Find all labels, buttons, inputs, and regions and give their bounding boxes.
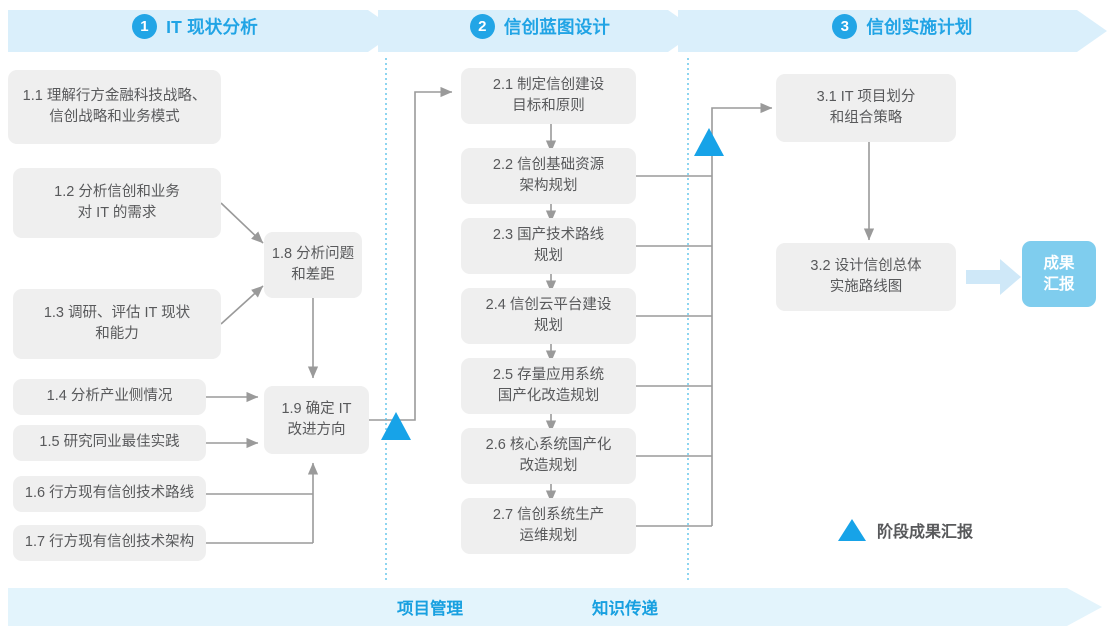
footer-label-knowledge-transfer[interactable]: 知识传递 [592, 588, 658, 626]
node-3-1[interactable]: 3.1 IT 项目划分和组合策略 [776, 74, 956, 142]
phase-3-number: 3 [832, 13, 858, 39]
node-1-8[interactable]: 1.8 分析问题和差距 [264, 232, 362, 298]
node-1-6[interactable]: 1.6 行方现有信创技术路线 [13, 476, 206, 512]
node-2-7-label: 2.7 信创系统生产运维规划 [492, 506, 605, 544]
footer-label-1-text: 项目管理 [397, 600, 463, 618]
node-1-5-label: 1.5 研究同业最佳实践 [39, 434, 180, 451]
phase-2-label: 信创蓝图设计 [503, 16, 611, 37]
legend-label: 阶段成果汇报 [877, 524, 974, 541]
node-2-3[interactable]: 2.3 国产技术路线规划 [461, 218, 636, 274]
phase-1-number: 1 [132, 13, 158, 39]
milestone-triangle-phase2 [694, 128, 724, 156]
node-2-1-label: 2.1 制定信创建设目标和原则 [492, 76, 605, 114]
node-1-2[interactable]: 1.2 分析信创和业务对 IT 的需求 [13, 168, 221, 238]
node-3-1-label: 3.1 IT 项目划分和组合策略 [816, 88, 916, 126]
node-3-2-label: 3.2 设计信创总体实施路线图 [810, 257, 922, 295]
node-1-3-label: 1.3 调研、评估 IT 现状和能力 [43, 304, 191, 342]
node-1-1[interactable]: 1.1 理解行方金融科技战略、信创战略和业务模式 [8, 70, 221, 144]
footer-label-2-text: 知识传递 [592, 600, 658, 618]
node-2-7[interactable]: 2.7 信创系统生产运维规划 [461, 498, 636, 554]
node-result-report[interactable]: 成果汇报 [1022, 241, 1096, 307]
node-3-2[interactable]: 3.2 设计信创总体实施路线图 [776, 243, 956, 311]
node-2-2[interactable]: 2.2 信创基础资源架构规划 [461, 148, 636, 204]
node-2-5-label: 2.5 存量应用系统国产化改造规划 [492, 366, 605, 404]
legend: 阶段成果汇报 [838, 518, 973, 542]
phase-3[interactable]: 3 信创实施计划 [690, 0, 1115, 52]
node-1-8-label: 1.8 分析问题和差距 [271, 245, 355, 283]
node-result-label: 成果汇报 [1043, 254, 1075, 293]
node-1-4[interactable]: 1.4 分析产业侧情况 [13, 379, 206, 415]
node-1-4-label: 1.4 分析产业侧情况 [46, 388, 173, 405]
phase-1[interactable]: 1 IT 现状分析 [0, 0, 390, 52]
phase-banner: 1 IT 现状分析 2 信创蓝图设计 3 信创实施计划 [0, 0, 1115, 52]
phase-2-number: 2 [469, 13, 495, 39]
node-2-1[interactable]: 2.1 制定信创建设目标和原则 [461, 68, 636, 124]
node-1-3[interactable]: 1.3 调研、评估 IT 现状和能力 [13, 289, 221, 359]
phase-3-label: 信创实施计划 [866, 16, 973, 37]
node-2-6-label: 2.6 核心系统国产化改造规划 [485, 436, 612, 474]
node-2-3-label: 2.3 国产技术路线规划 [492, 226, 605, 264]
node-1-1-label: 1.1 理解行方金融科技战略、信创战略和业务模式 [22, 87, 207, 125]
node-1-6-label: 1.6 行方现有信创技术路线 [24, 485, 195, 502]
node-2-4-label: 2.4 信创云平台建设规划 [485, 296, 612, 334]
milestone-triangle-icon [838, 519, 866, 541]
node-1-2-label: 1.2 分析信创和业务对 IT 的需求 [54, 183, 180, 221]
node-1-7[interactable]: 1.7 行方现有信创技术架构 [13, 525, 206, 561]
node-2-2-label: 2.2 信创基础资源架构规划 [492, 156, 605, 194]
phase-2[interactable]: 2 信创蓝图设计 [390, 0, 690, 52]
node-2-6[interactable]: 2.6 核心系统国产化改造规划 [461, 428, 636, 484]
node-1-7-label: 1.7 行方现有信创技术架构 [24, 534, 195, 551]
node-2-5[interactable]: 2.5 存量应用系统国产化改造规划 [461, 358, 636, 414]
phase-1-label: IT 现状分析 [166, 16, 258, 37]
footer-label-project-management[interactable]: 项目管理 [397, 588, 463, 626]
node-1-5[interactable]: 1.5 研究同业最佳实践 [13, 425, 206, 461]
milestone-triangle-phase1 [381, 412, 411, 440]
result-arrow-icon [966, 259, 1021, 295]
node-2-4[interactable]: 2.4 信创云平台建设规划 [461, 288, 636, 344]
